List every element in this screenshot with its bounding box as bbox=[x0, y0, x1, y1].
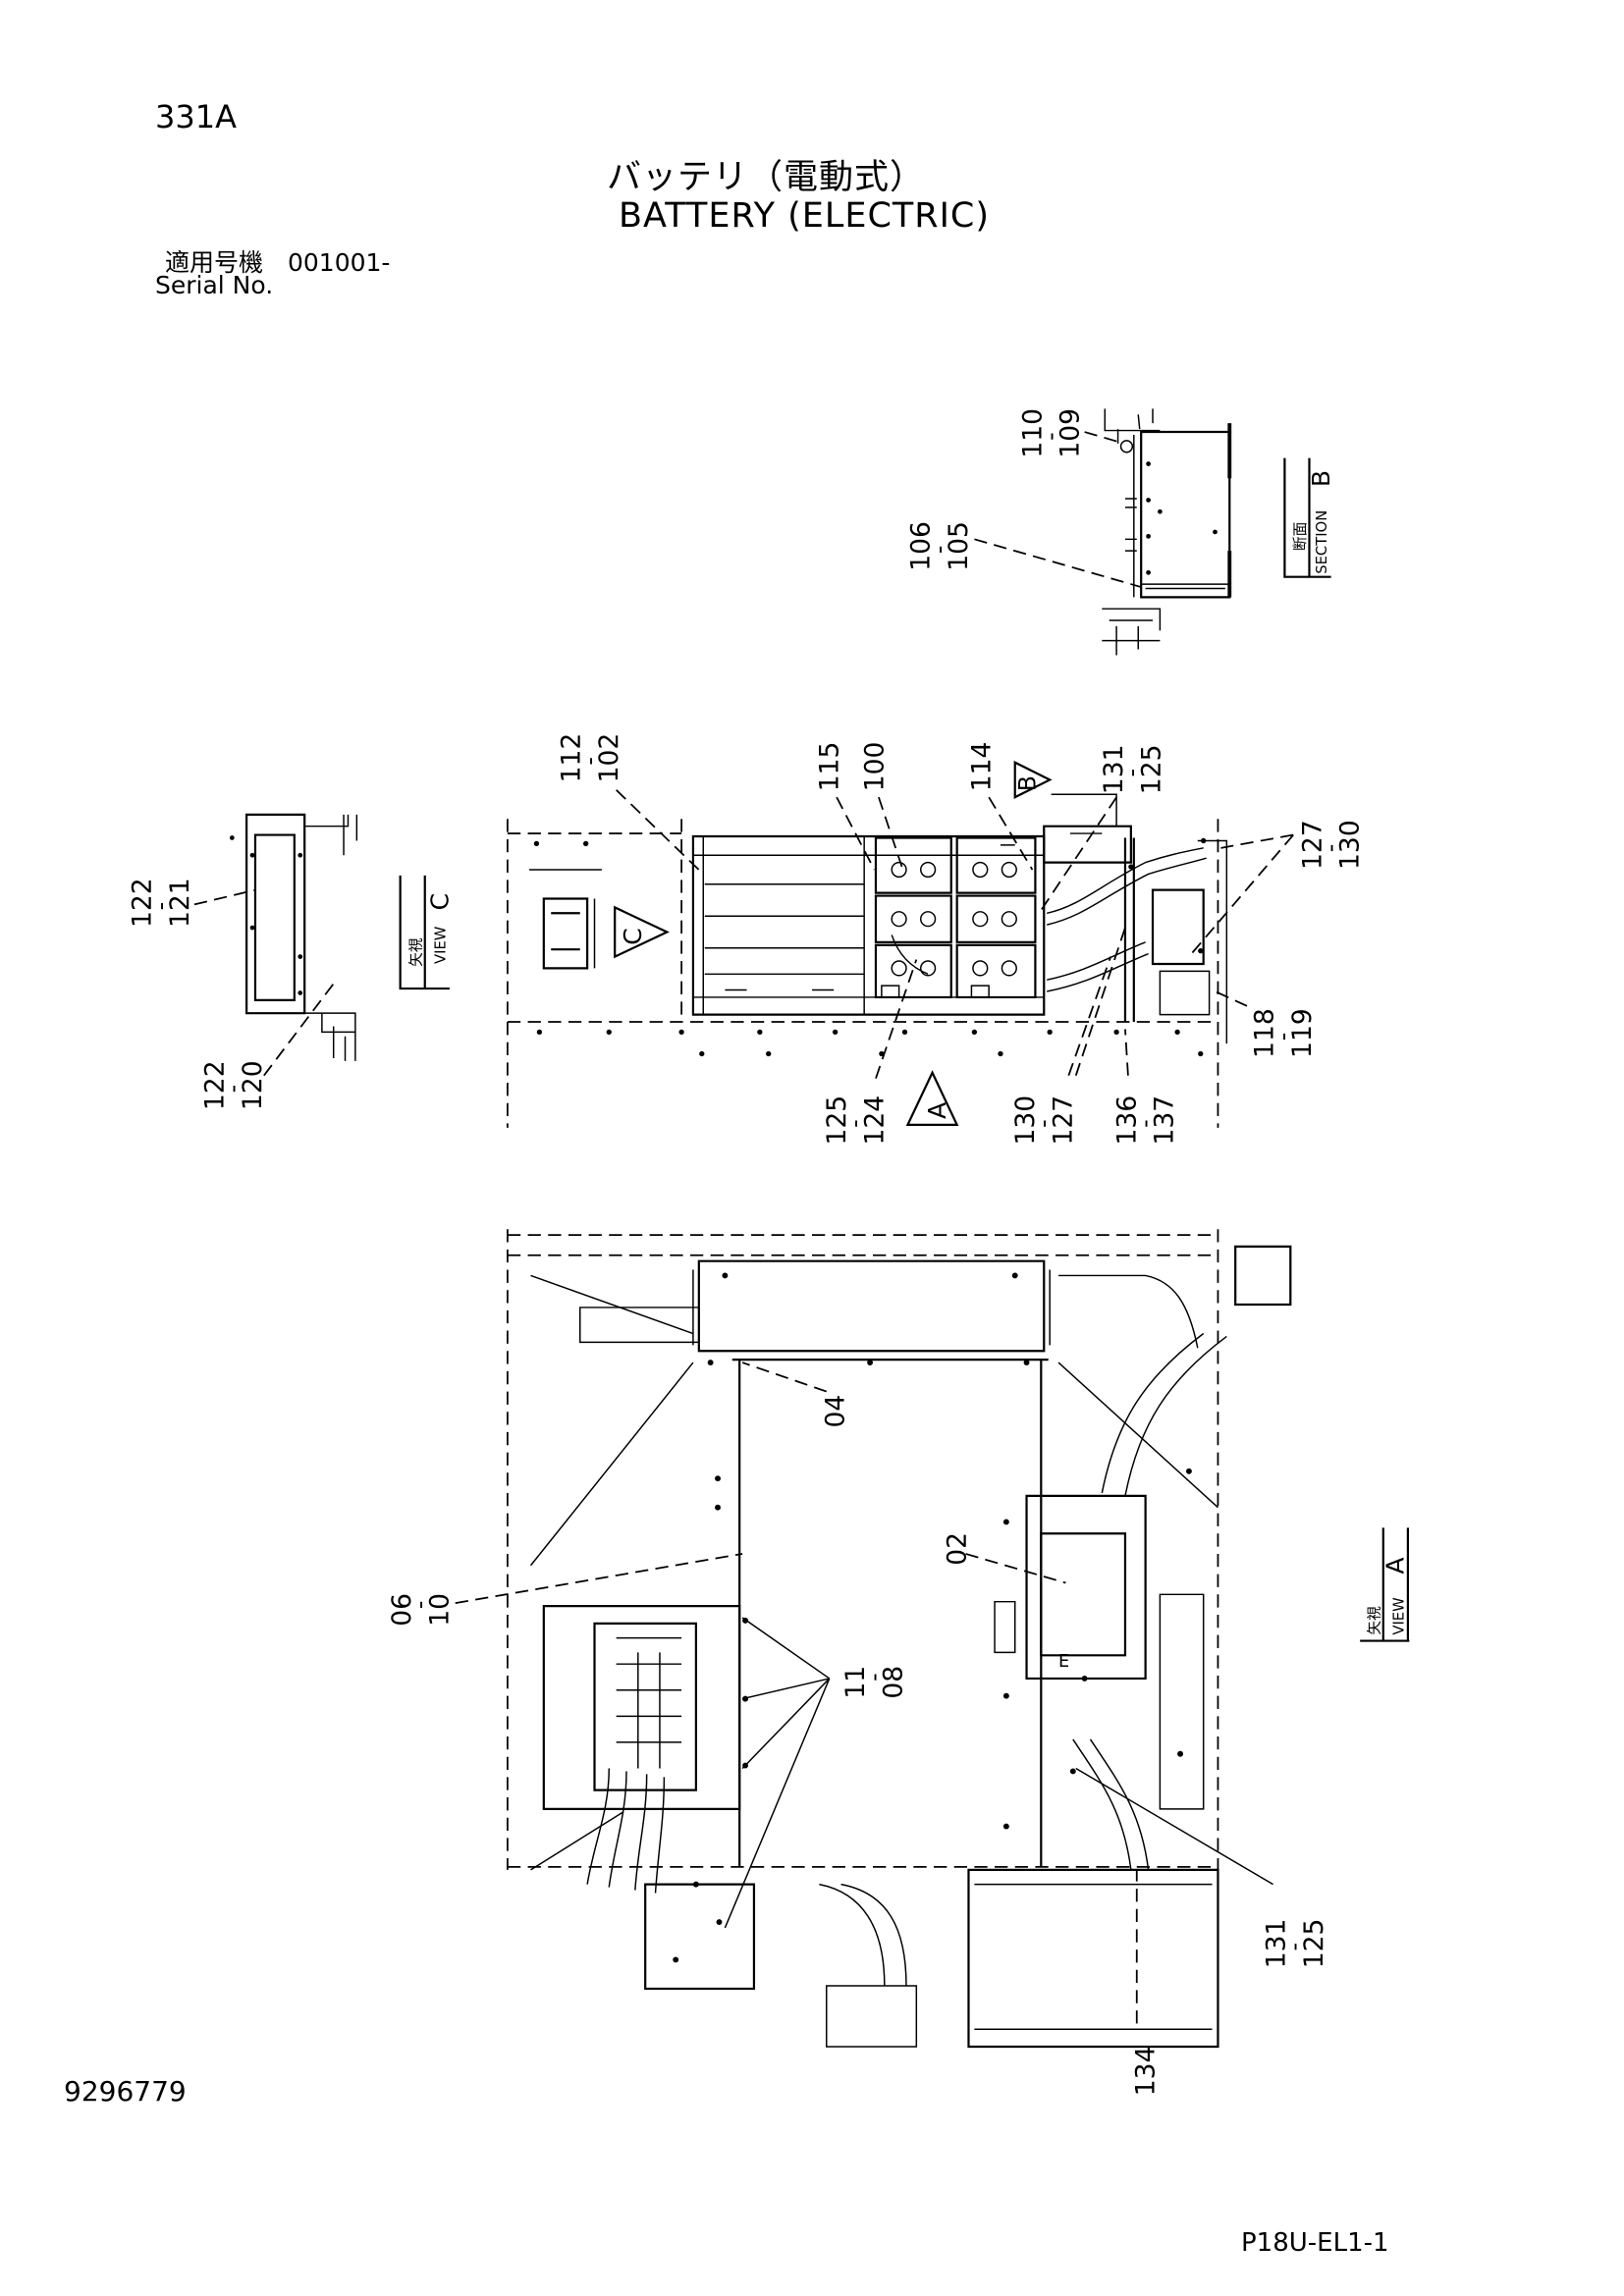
callout-125: 125 bbox=[1136, 744, 1166, 794]
section-b-label: 断面 SECTION B bbox=[1283, 457, 1335, 578]
arrow-b-letter: B bbox=[1013, 775, 1041, 791]
callout-08: 08 bbox=[879, 1666, 909, 1699]
callout-109: 109 bbox=[1056, 408, 1086, 458]
callout-dash: - bbox=[1118, 769, 1146, 777]
callout-125: 125 bbox=[1299, 1919, 1329, 1969]
callout-137: 137 bbox=[1150, 1095, 1180, 1146]
section-b-word: SECTION bbox=[1314, 510, 1330, 574]
middle-callouts: 112 - 102 115 100 114 131 - 125 127 - 13… bbox=[557, 733, 1366, 1146]
callout-06: 06 bbox=[387, 1593, 417, 1627]
callout-127: 127 bbox=[1297, 820, 1327, 870]
callout-119: 119 bbox=[1287, 1008, 1318, 1058]
callout-02: 02 bbox=[943, 1532, 973, 1566]
callout-131: 131 bbox=[1261, 1919, 1291, 1969]
callout-122: 122 bbox=[128, 878, 158, 928]
sheet-code: P18U-EL1-1 bbox=[1241, 2228, 1389, 2258]
view-c-label: 矢視 VIEW C bbox=[399, 875, 454, 990]
marking-e: E bbox=[1058, 1652, 1069, 1672]
view-c-word: VIEW bbox=[432, 926, 449, 964]
section-b-drawing bbox=[1102, 408, 1232, 656]
callout-121: 121 bbox=[165, 878, 195, 928]
callout-dash: - bbox=[406, 1601, 434, 1610]
callout-10: 10 bbox=[424, 1593, 455, 1627]
view-c-kanji: 矢視 bbox=[407, 937, 424, 967]
section-b-callouts: 110 - 109 106 - 105 bbox=[906, 408, 1142, 588]
serial-range-japanese: 適用号機 001001- bbox=[165, 248, 391, 277]
arrow-c-letter: C bbox=[619, 928, 647, 945]
callout-dash: - bbox=[1030, 1119, 1057, 1128]
callout-dash: - bbox=[1317, 844, 1344, 853]
callout-114: 114 bbox=[967, 742, 998, 792]
callout-dash: - bbox=[1131, 1119, 1159, 1128]
callout-dash: - bbox=[860, 1673, 888, 1682]
callout-dash: - bbox=[575, 757, 603, 766]
view-a-kanji: 矢視 bbox=[1366, 1606, 1382, 1635]
view-c-letter: C bbox=[425, 893, 454, 911]
callout-130: 130 bbox=[1335, 820, 1366, 870]
callout-122: 122 bbox=[199, 1060, 230, 1110]
callout-dash: - bbox=[841, 1119, 869, 1128]
callout-100: 100 bbox=[859, 742, 890, 792]
view-c-drawing bbox=[229, 813, 358, 1061]
title-english: BATTERY (ELECTRIC) bbox=[619, 196, 991, 236]
callout-105: 105 bbox=[944, 521, 974, 571]
section-b-kanji: 断面 bbox=[1292, 522, 1309, 552]
callout-dash: - bbox=[1269, 1033, 1296, 1041]
callout-dash: - bbox=[146, 902, 174, 911]
callout-dash: - bbox=[1037, 432, 1064, 441]
view-a-word: VIEW bbox=[1390, 1597, 1407, 1635]
callout-112: 112 bbox=[557, 733, 587, 783]
view-a-label: 矢視 VIEW A bbox=[1360, 1527, 1409, 1642]
callout-130: 130 bbox=[1010, 1095, 1041, 1146]
view-a-letter: A bbox=[1380, 1557, 1409, 1574]
callout-dash: - bbox=[219, 1085, 246, 1094]
callout-127: 127 bbox=[1048, 1095, 1078, 1146]
callout-102: 102 bbox=[594, 733, 624, 783]
callout-120: 120 bbox=[238, 1060, 268, 1110]
view-arrows: C A B bbox=[614, 760, 1053, 1126]
callout-125: 125 bbox=[822, 1095, 852, 1146]
document-number: 9296779 bbox=[64, 2075, 187, 2108]
page-code: 331A bbox=[155, 98, 237, 135]
serial-label: Serial No. bbox=[155, 271, 274, 299]
callout-106: 106 bbox=[906, 521, 937, 571]
battery-tray-plan bbox=[507, 793, 1228, 1128]
callout-dash: - bbox=[1280, 1943, 1308, 1951]
view-c-callouts: 122 - 121 122 - 120 bbox=[128, 878, 338, 1110]
callout-dash: - bbox=[925, 546, 952, 555]
section-b-letter: B bbox=[1307, 470, 1335, 487]
callout-04: 04 bbox=[820, 1395, 850, 1428]
callout-110: 110 bbox=[1017, 408, 1048, 458]
callout-115: 115 bbox=[815, 742, 845, 792]
callout-131: 131 bbox=[1099, 744, 1129, 794]
callout-124: 124 bbox=[859, 1095, 890, 1146]
callout-136: 136 bbox=[1111, 1095, 1142, 1146]
lower-assembly-view: E bbox=[507, 1229, 1292, 2049]
arrow-a-letter: A bbox=[923, 1102, 951, 1119]
callout-118: 118 bbox=[1250, 1008, 1280, 1058]
callout-134: 134 bbox=[1130, 2047, 1161, 2097]
title-japanese: バッテリ（電動式） bbox=[607, 158, 926, 197]
callout-11: 11 bbox=[840, 1666, 871, 1699]
lower-callouts: 04 02 06 - 10 11 - 08 131 - 125 134 bbox=[387, 1362, 1329, 2096]
